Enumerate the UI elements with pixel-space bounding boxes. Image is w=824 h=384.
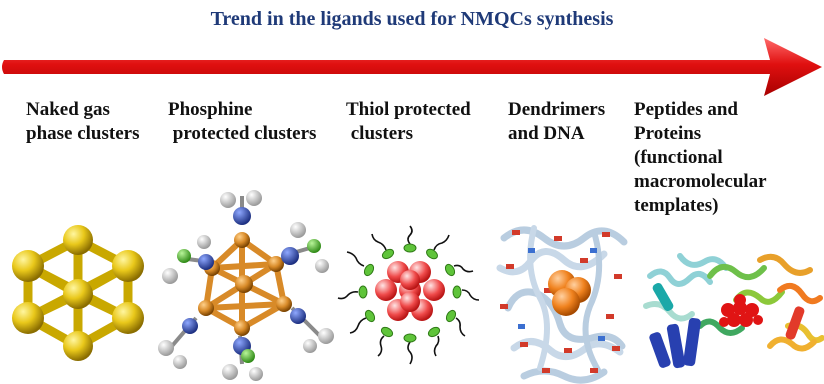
stage-label-dendrimers-dna: Dendrimers and DNA	[508, 99, 606, 144]
stage-label-naked-clusters: Naked gas phase clusters	[26, 99, 140, 144]
diagram-title: Trend in the ligands used for NMQCs synt…	[210, 8, 614, 30]
stage-label-proteins: Peptides and Proteins (functional macrom…	[634, 99, 767, 216]
stage-label-phosphine-clusters: Phosphine protected clusters	[168, 99, 317, 144]
stage-label-thiol-clusters: Thiol protected clusters	[346, 99, 471, 144]
trend-arrow-icon	[2, 38, 822, 96]
gold-cluster-icon	[12, 225, 144, 361]
dendrimer-dna-icon	[496, 225, 628, 384]
phosphine-cluster-icon	[158, 190, 334, 381]
thiol-cluster-icon	[337, 225, 480, 365]
protein-template-icon	[643, 253, 824, 369]
